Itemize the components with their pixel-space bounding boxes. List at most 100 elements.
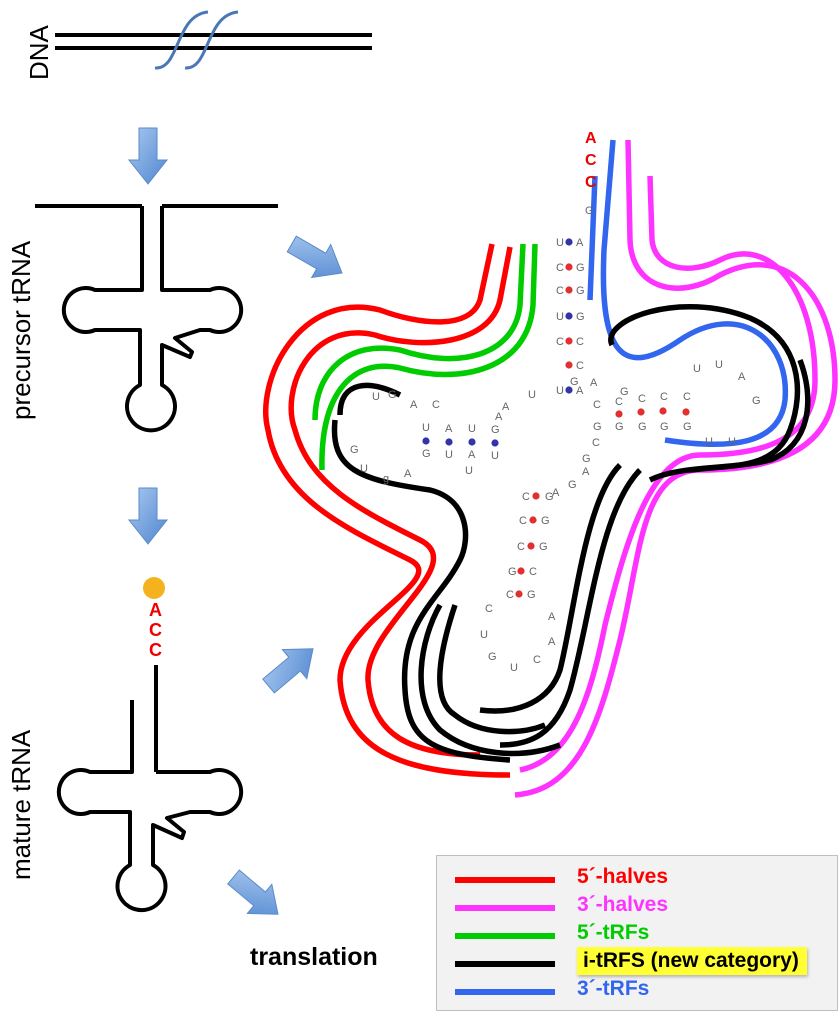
legend-swatch — [455, 989, 555, 995]
nt: G — [576, 311, 585, 323]
nt: A — [582, 466, 590, 478]
nt: A — [552, 487, 560, 499]
curve-3-halves-outer — [514, 139, 838, 798]
precursor-trna-shape — [35, 204, 278, 433]
nt: C — [556, 285, 564, 297]
legend-swatch — [455, 961, 555, 967]
nt: C — [615, 396, 623, 408]
nt: G — [660, 421, 669, 433]
nt: C — [593, 399, 601, 411]
nt: G — [545, 491, 554, 503]
nucleotide-letters: G U C C U C U A G G G C C A U G A G U g … — [350, 205, 761, 674]
nt: C — [556, 262, 564, 274]
nt: U — [422, 422, 430, 434]
nt: G — [638, 421, 647, 433]
nt: G — [541, 515, 550, 527]
nt: U — [465, 465, 473, 477]
legend-swatch — [455, 933, 555, 939]
nt: g — [383, 473, 389, 485]
nt: C — [506, 589, 514, 601]
curve-itrf-6 — [479, 463, 623, 714]
nt: C — [485, 603, 493, 615]
nt: G — [527, 589, 536, 601]
nt: U — [715, 359, 723, 371]
legend-label: i-tRFS (new category) — [577, 947, 807, 975]
acc-mature-c1: C — [149, 620, 162, 640]
curve-itrf-7 — [648, 359, 811, 483]
cap-dot — [143, 577, 165, 599]
nt: C — [556, 336, 564, 348]
curve-5-halves-outer — [263, 243, 511, 778]
nt: C — [660, 391, 668, 403]
arrow-upright-1 — [262, 648, 314, 694]
nt: U — [556, 237, 564, 249]
nt: C — [517, 541, 525, 553]
legend-row-3-trfs: 3´-tRFs — [437, 977, 837, 1005]
nt: U — [480, 629, 488, 641]
mature-trna-shape — [56, 665, 244, 913]
nt: C — [533, 654, 541, 666]
nt: G — [570, 376, 579, 388]
legend-row-itrfs: i-tRFS (new category) — [437, 947, 837, 977]
nt: A — [445, 423, 453, 435]
nt: C — [519, 515, 527, 527]
label-translation: translation — [250, 943, 378, 971]
curve-3-trfs-2 — [587, 175, 598, 301]
legend-label: 3´-tRFs — [577, 977, 650, 1000]
acc-structure-c1: C — [585, 152, 597, 169]
legend-label: 3´-halves — [577, 893, 669, 916]
nt: A — [548, 636, 556, 648]
nt: U — [728, 436, 736, 448]
nt: G — [388, 389, 397, 401]
nt: G — [539, 541, 548, 553]
process-arrows — [127, 127, 343, 915]
dna-twist-1 — [154, 10, 209, 70]
nt: C — [432, 399, 440, 411]
nt: U — [556, 311, 564, 323]
arrow-down-2 — [127, 487, 169, 545]
legend-row-3-halves: 3´-halves — [437, 893, 837, 921]
nt: C — [592, 437, 600, 449]
label-dna: DNA — [24, 25, 54, 80]
nt: C — [683, 391, 691, 403]
nt: A — [738, 371, 746, 383]
nt: A — [404, 468, 412, 480]
legend-swatch — [455, 905, 555, 911]
nt: G — [582, 453, 591, 465]
acc-structure-a: A — [585, 130, 597, 147]
nt: G — [620, 386, 629, 398]
nt: G — [683, 421, 692, 433]
nt: A — [548, 611, 556, 623]
nt: G — [576, 262, 585, 274]
nt: A — [576, 237, 584, 249]
nt: G — [508, 566, 517, 578]
arrow-downright-1 — [227, 869, 279, 915]
nt: C — [638, 393, 646, 405]
curve-itrf-4 — [437, 604, 547, 735]
legend-label: 5´-tRFs — [577, 921, 650, 944]
acc-mature-a: A — [149, 600, 162, 620]
nt: U — [705, 436, 713, 448]
nt: U — [491, 450, 499, 462]
nt: C — [529, 566, 537, 578]
curve-5-halves-inner — [288, 246, 513, 758]
legend-swatch — [455, 877, 555, 883]
curve-itrf-5 — [499, 468, 642, 748]
legend-row-5-halves: 5´-halves — [437, 865, 837, 893]
nt: U — [556, 385, 564, 397]
nt: G — [752, 395, 761, 407]
legend-row-5-trfs: 5´-tRFs — [437, 921, 837, 949]
nt: A — [495, 411, 503, 423]
arrow-right-1 — [286, 235, 343, 279]
nt: A — [468, 449, 476, 461]
dna-double-strand — [55, 10, 372, 70]
nt: A — [576, 385, 584, 397]
legend-label: 5´-halves — [577, 865, 669, 888]
nt: C — [576, 336, 584, 348]
nt: A — [410, 399, 418, 411]
nt: A — [590, 377, 598, 389]
acc-structure-c2: C — [585, 174, 597, 191]
nt: A — [502, 401, 510, 413]
nt: G — [576, 285, 585, 297]
nt: G — [593, 421, 602, 433]
